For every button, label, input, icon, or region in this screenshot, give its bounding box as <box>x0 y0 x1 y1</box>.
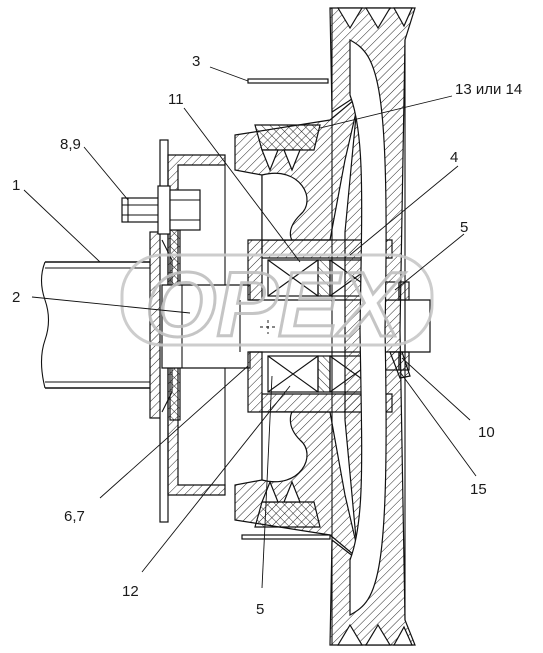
bolt-assembly <box>121 185 201 235</box>
label-5-bottom: 5 <box>256 601 264 618</box>
watermark: OPEX <box>120 253 434 358</box>
guard-strip-bottom <box>241 534 331 540</box>
label-13-14: 13 или 14 <box>455 81 522 98</box>
label-6-7: 6,7 <box>64 508 85 525</box>
label-1: 1 <box>12 177 20 194</box>
label-12: 12 <box>122 583 139 600</box>
label-10: 10 <box>478 424 495 441</box>
belt-top <box>254 124 321 172</box>
label-8-9: 8,9 <box>60 136 81 153</box>
leader-lines <box>23 66 477 589</box>
label-15: 15 <box>470 481 487 498</box>
label-3: 3 <box>192 53 200 70</box>
label-11: 11 <box>168 91 184 108</box>
label-4: 4 <box>450 149 458 166</box>
guard-strip-top <box>247 78 329 84</box>
label-2: 2 <box>12 289 20 306</box>
svg-text:OPEX: OPEX <box>145 254 405 356</box>
seal-part <box>389 351 411 379</box>
label-5-top: 5 <box>460 219 468 236</box>
tube-part <box>40 261 150 389</box>
